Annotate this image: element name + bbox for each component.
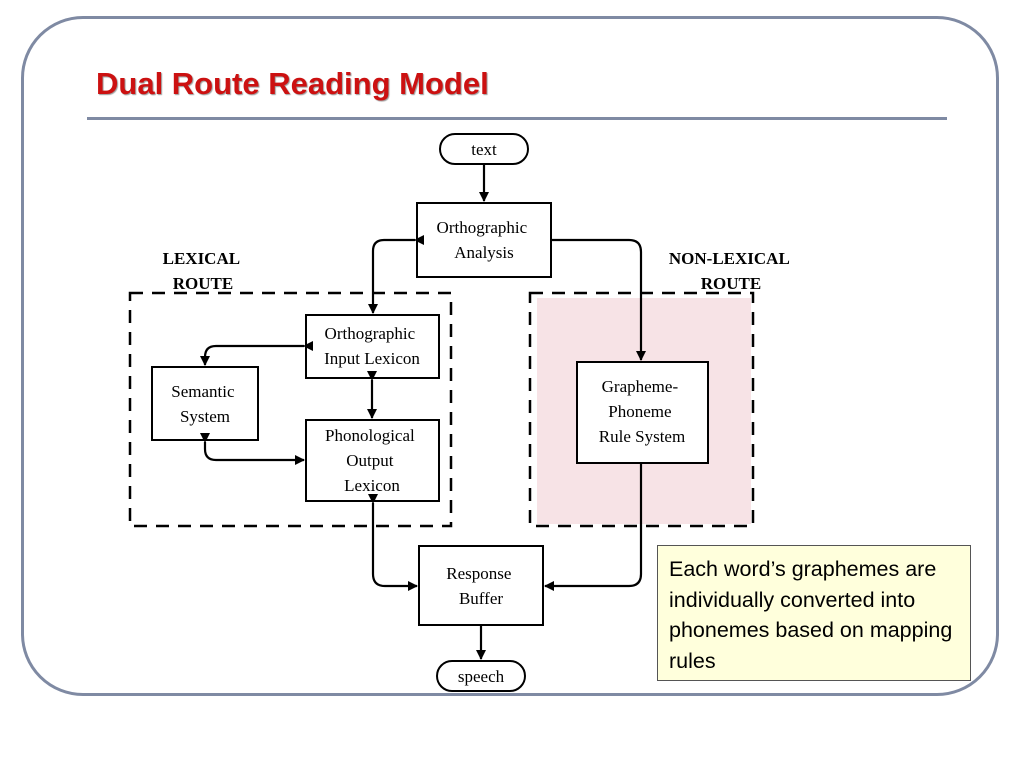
orthographic-input-lexicon-box: [305, 314, 440, 379]
arrow-input-lexicon-to-semantic-system: [200, 341, 313, 366]
arrow-output-lexicon-to-response-buffer: [368, 494, 418, 591]
non-lexical-route-label: NON-LEXICAL ROUTE: [669, 249, 793, 293]
orthographic-analysis-label: Orthographic Analysis: [437, 218, 532, 262]
semantic-system-label: Semantic System: [171, 382, 239, 426]
arrow-grapheme-phoneme-to-response-buffer: [544, 463, 643, 591]
phonological-output-lexicon-label: Phonological Output Lexicon: [325, 426, 419, 495]
orthographic-input-lexicon-label: Orthographic Input Lexicon: [324, 324, 420, 368]
text-node-label: text: [471, 140, 497, 159]
speech-node: [436, 660, 526, 692]
explanation-note: Each word’s graphemes are individually c…: [657, 545, 971, 681]
grapheme-phoneme-box: [576, 361, 709, 464]
title-divider: [87, 117, 947, 120]
response-buffer-label: Response Buffer: [446, 564, 515, 608]
orthographic-analysis-box: [416, 202, 552, 278]
arrow-semantic-system-to-output-lexicon: [200, 433, 305, 465]
arrow-orthographic-analysis-to-grapheme-phoneme: [551, 238, 646, 361]
semantic-system-box: [151, 366, 259, 441]
phonological-output-lexicon-box: [305, 419, 440, 502]
grapheme-phoneme-label: Grapheme- Phoneme Rule System: [599, 377, 685, 446]
slide-title: Dual Route Reading Model: [96, 66, 489, 101]
response-buffer-box: [418, 545, 544, 626]
lexical-route-region: [128, 291, 453, 528]
speech-node-label: speech: [458, 667, 505, 686]
arrow-orthographic-analysis-to-input-lexicon: [368, 235, 424, 314]
lexical-route-label: LEXICAL ROUTE: [163, 249, 244, 293]
